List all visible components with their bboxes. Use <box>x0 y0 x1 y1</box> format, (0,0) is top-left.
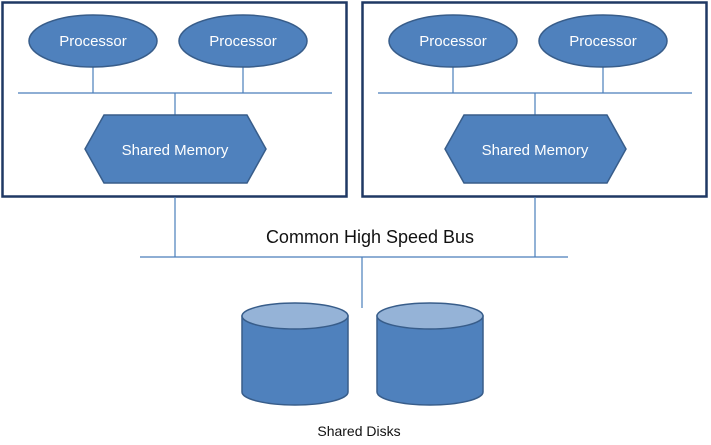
shared-memory-label: Shared Memory <box>122 142 229 159</box>
processor-label: Processor <box>419 33 487 50</box>
processor-ellipse <box>538 14 668 68</box>
processor-node: Processor <box>388 14 518 68</box>
disk-top <box>376 302 484 330</box>
disk-cylinder <box>241 302 349 406</box>
processor-node: Processor <box>28 14 158 68</box>
shared-disks-label: Shared Disks <box>317 423 400 439</box>
processor-ellipse <box>28 14 158 68</box>
shared-memory-label: Shared Memory <box>482 142 589 159</box>
disk-top <box>241 302 349 330</box>
shared-disks: Shared Disks <box>241 302 484 439</box>
processor-node: Processor <box>538 14 668 68</box>
processor-label: Processor <box>59 33 127 50</box>
disk-cylinder <box>376 302 484 406</box>
processor-ellipse <box>388 14 518 68</box>
common-bus: Common High Speed Bus <box>140 197 568 308</box>
shared-memory-node: Shared Memory <box>444 114 627 184</box>
common-bus-label: Common High Speed Bus <box>266 227 474 247</box>
node-box-1: Processor Processor Shared Memory <box>1 1 348 198</box>
shared-memory-hexagon <box>84 114 267 184</box>
processor-node: Processor <box>178 14 308 68</box>
shared-memory-hexagon <box>444 114 627 184</box>
disk-body <box>376 315 484 406</box>
shared-memory-node: Shared Memory <box>84 114 267 184</box>
processor-ellipse <box>178 14 308 68</box>
disk-body <box>241 315 349 406</box>
processor-label: Processor <box>569 33 637 50</box>
node-box-2: Processor Processor Shared Memory <box>361 1 708 198</box>
processor-label: Processor <box>209 33 277 50</box>
